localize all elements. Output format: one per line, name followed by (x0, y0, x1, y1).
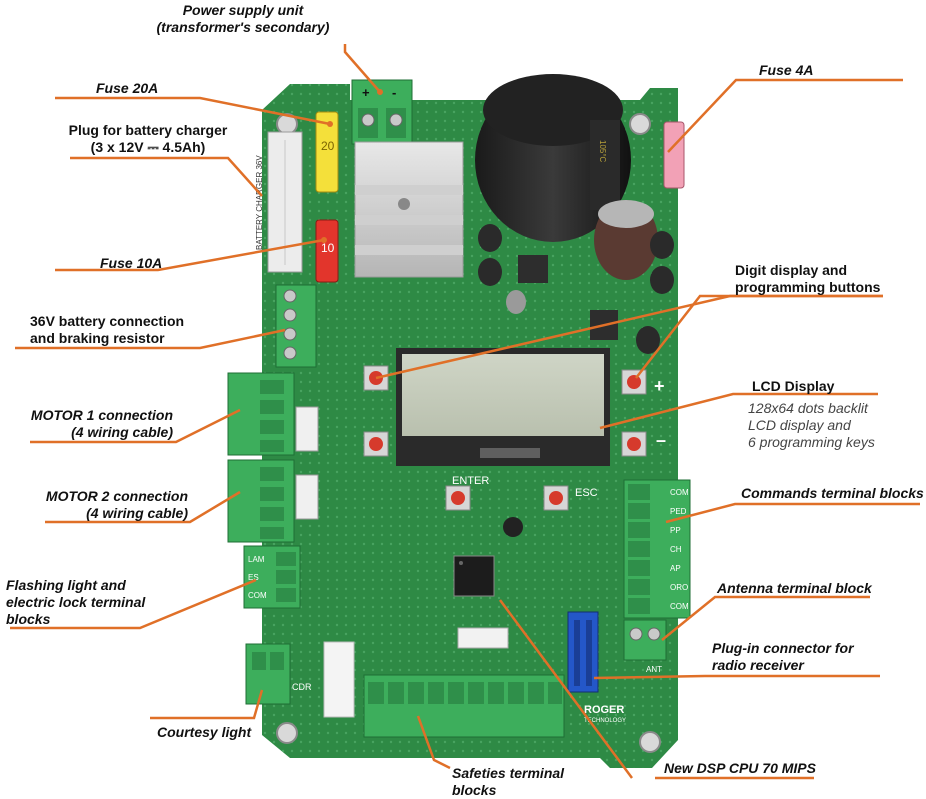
flash-terminal-com: COM (248, 591, 267, 600)
svg-text:-: - (392, 85, 396, 100)
cmd-terminal-3: CH (670, 545, 682, 554)
power-supply-terminal: + - (351, 79, 413, 145)
exp1-connector (295, 406, 319, 452)
callout-motor2: MOTOR 2 connection (4 wiring cable) (45, 488, 188, 521)
relay (323, 641, 355, 718)
large-capacitor: 105°C (475, 74, 631, 242)
radio-receiver-connector (567, 611, 599, 693)
fuse-4a (663, 121, 685, 189)
safeties-terminal-block (363, 674, 565, 738)
fuse-20a: 20 (315, 111, 339, 193)
callout-digit-display: Digit display and programming buttons (735, 262, 881, 295)
flashing-light-terminal: LAM ES COM (243, 545, 301, 609)
battery-terminal (275, 284, 317, 368)
callout-fuse-4a: Fuse 4A (759, 62, 814, 78)
cmd-terminal-1: PED (670, 507, 687, 516)
wifi-connector (457, 627, 509, 649)
callout-battery-charger: Plug for battery charger (3 x 12V ⎓ 4.5A… (68, 122, 228, 155)
callout-commands: Commands terminal blocks (741, 485, 924, 501)
exp2-connector (295, 474, 319, 520)
lcd-display (396, 348, 610, 466)
fuse-20a-text: 20 (321, 139, 335, 153)
callout-fuse-10a: Fuse 10A (100, 255, 163, 271)
heatsink (354, 141, 464, 278)
callout-dsp-cpu: New DSP CPU 70 MIPS (664, 760, 816, 776)
dsp-cpu-chip (453, 555, 495, 597)
fuse-10a-text: 10 (321, 241, 335, 255)
ant-label: ANT (646, 665, 662, 674)
cmd-terminal-6: COM (670, 602, 689, 611)
battery-charger-board-text: BATTERY CHARGER 36V (255, 155, 264, 250)
brand-sub: TECHNOLOGY (584, 718, 626, 724)
callout-lcd-desc: 128x64 dots backlit LCD display and 6 pr… (748, 400, 875, 450)
cdr-label: CDR (292, 682, 312, 692)
callout-safeties: Safeties terminal blocks (452, 765, 565, 798)
callout-battery-connection: 36V battery connection and braking resis… (30, 313, 185, 346)
callout-antenna: Antenna terminal block (717, 580, 872, 596)
motor1-terminal (227, 372, 295, 456)
courtesy-light-terminal: CDR (245, 643, 312, 705)
callout-lcd-display: LCD Display (752, 378, 835, 394)
programming-buttons: ENTER ESC + – (363, 365, 666, 511)
plus-label: + (654, 376, 665, 396)
flash-terminal-es: ES (248, 573, 259, 582)
fuse-10a: 10 (315, 219, 339, 283)
motor2-terminal (227, 459, 295, 543)
cmd-terminal-2: PP (670, 526, 681, 535)
callout-fuse-20a: Fuse 20A (96, 80, 159, 96)
callout-courtesy-light: Courtesy light (157, 724, 252, 740)
antenna-terminal: ANT (623, 619, 667, 674)
cmd-terminal-4: AP (670, 564, 681, 573)
callout-radio-plugin: Plug-in connector for radio receiver (712, 640, 854, 673)
esc-label: ESC (575, 487, 598, 499)
svg-text:+: + (362, 85, 370, 100)
leader-lines (10, 44, 920, 780)
flash-terminal-lam: LAM (248, 555, 265, 564)
minus-label: – (656, 430, 666, 450)
cmd-terminal-5: ORO (670, 583, 688, 592)
callout-flashing-light: Flashing light and electric lock termina… (6, 577, 146, 627)
callout-motor1: MOTOR 1 connection (4 wiring cable) (30, 407, 173, 440)
brand-logo: ROGER (584, 704, 624, 716)
cmd-terminal-0: COM (670, 488, 689, 497)
svg-text:105°C: 105°C (598, 140, 607, 163)
small-capacitors (478, 200, 674, 537)
enter-label: ENTER (452, 475, 489, 487)
callout-power-supply: Power supply unit (transformer's seconda… (156, 2, 330, 35)
commands-terminal-block: COM PED PP CH AP ORO COM (623, 479, 691, 619)
